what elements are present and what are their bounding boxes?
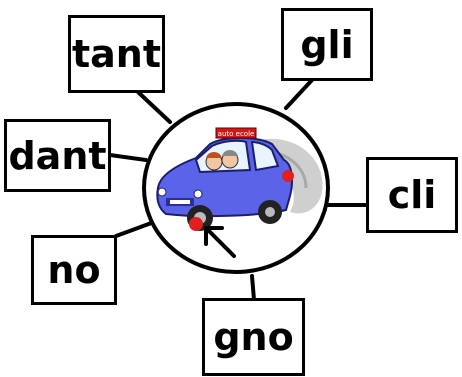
syllable-gno: gno <box>213 315 294 359</box>
connector-gno <box>250 274 256 302</box>
syllable-no: no <box>47 248 101 292</box>
car-illustration: auto ecole <box>142 102 330 274</box>
syllable-box-tant: tant <box>68 15 165 93</box>
connector-gli <box>284 78 314 110</box>
roof-sign: auto ecole <box>215 127 257 139</box>
syllable-box-dant: dant <box>4 119 111 192</box>
syllable-box-cli: cli <box>366 157 458 233</box>
syllable-dant: dant <box>8 133 107 178</box>
syllable-cli: cli <box>387 173 437 217</box>
syllable-box-gli: gli <box>281 8 373 81</box>
svg-text:auto ecole: auto ecole <box>218 130 255 138</box>
syllable-gli: gli <box>300 22 354 67</box>
arrow-pointer <box>204 226 236 258</box>
connector-dant <box>108 153 148 162</box>
connector-no <box>114 220 156 238</box>
connector-tant <box>136 90 172 124</box>
syllable-tant: tant <box>71 32 162 76</box>
syllable-box-no: no <box>31 235 117 305</box>
syllable-box-gno: gno <box>202 298 305 376</box>
